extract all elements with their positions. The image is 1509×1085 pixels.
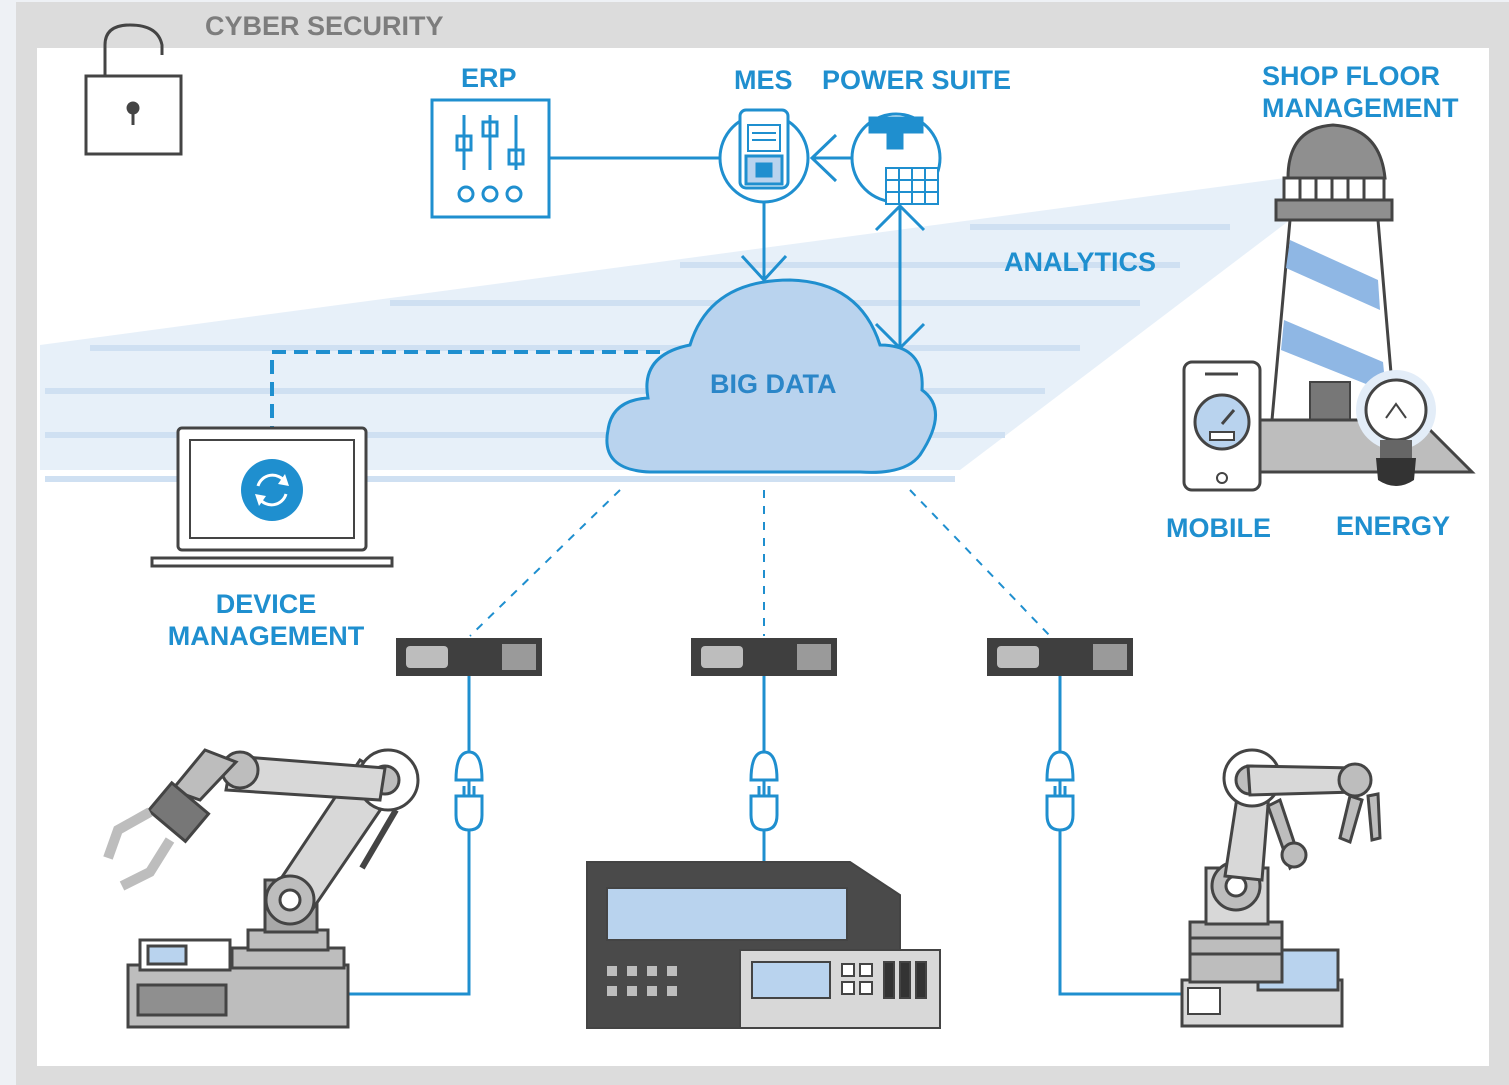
lighthouse-icon: [1238, 123, 1476, 474]
cyber-security-label: CYBER SECURITY: [205, 11, 444, 41]
power-suite-label: POWER SUITE: [822, 65, 1012, 95]
plug-icon: [749, 794, 779, 832]
network-switch-icon: [987, 638, 1133, 676]
analytics-beam: [40, 178, 1290, 470]
network-switch-icon: [691, 638, 837, 676]
sliders-panel-icon: [430, 98, 551, 219]
plug-icon: [454, 794, 484, 832]
cloud-icon: [605, 278, 937, 474]
smartphone-gauge-icon: [1182, 360, 1262, 492]
big-data-label: BIG DATA: [710, 369, 837, 399]
lightbulb-icon: [1356, 370, 1436, 486]
analytics-label: ANALYTICS: [1004, 247, 1157, 277]
meter-grid-icon: [850, 112, 942, 205]
robot-arm-icon: [1180, 748, 1382, 1028]
device-management-label: DEVICE MANAGEMENT: [167, 589, 365, 652]
shop-floor-management-label: SHOP FLOOR MANAGEMENT: [1262, 61, 1459, 124]
erp-label: ERP: [461, 63, 517, 93]
plug-icon: [1045, 750, 1075, 782]
tablet-device-icon: [718, 108, 810, 204]
padlock-icon: [84, 23, 183, 156]
robot-arm-icon: [103, 748, 420, 1029]
energy-label: ENERGY: [1336, 511, 1451, 541]
plug-icon: [1045, 794, 1075, 832]
instrument-rack-icon: [586, 861, 941, 1029]
plug-icon: [454, 750, 484, 782]
laptop-sync-icon: [150, 426, 394, 568]
network-switch-icon: [396, 638, 542, 676]
plug-icon: [749, 750, 779, 782]
mes-label: MES: [734, 65, 793, 95]
mobile-label: MOBILE: [1166, 513, 1271, 543]
